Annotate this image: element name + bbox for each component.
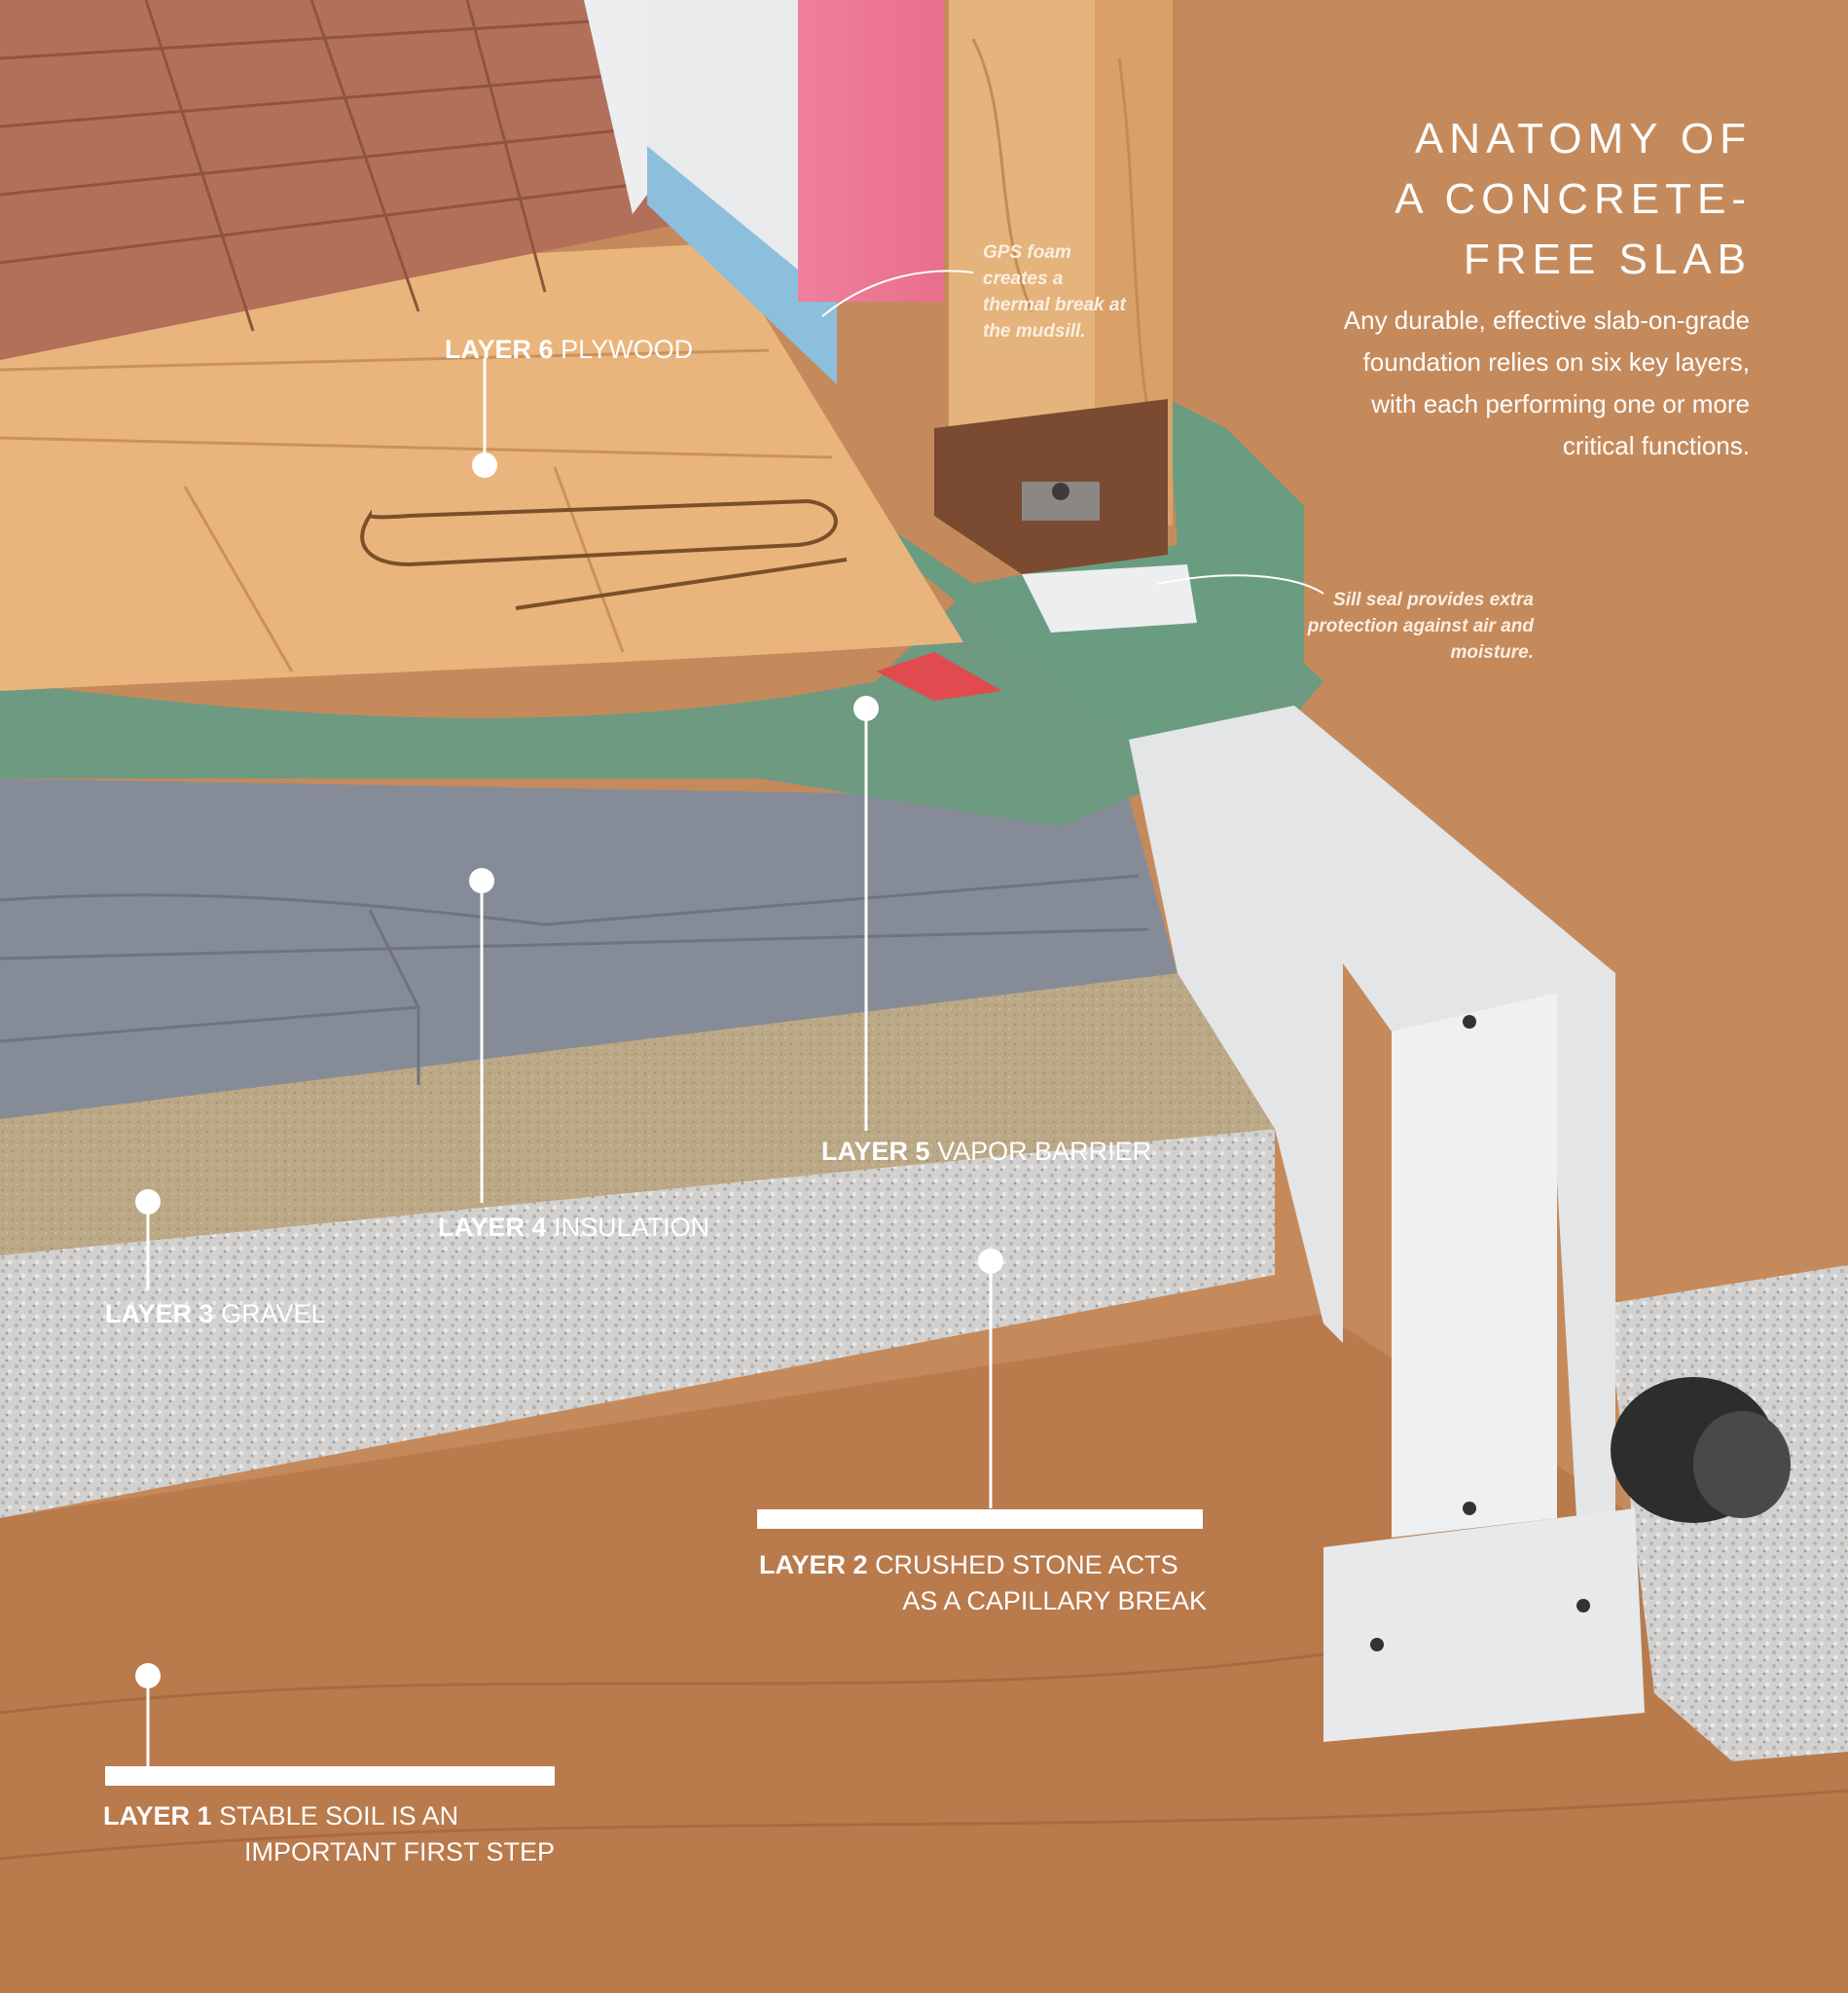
layer6-label: LAYER 6 PLYWOOD: [445, 335, 693, 365]
wall-stud-front: [949, 0, 1095, 477]
footing: [1323, 1508, 1645, 1742]
layer5-text: VAPOR BARRIER: [937, 1137, 1152, 1166]
callout-dots: [135, 453, 1003, 1688]
layer2-rule: [757, 1509, 1203, 1529]
vapor-barrier-upturn: [642, 350, 1304, 740]
layer1-label: LAYER 1 STABLE SOIL IS AN IMPORTANT FIRS…: [103, 1798, 555, 1870]
callout-leaders: [146, 270, 1324, 1767]
radiant-tubing: [360, 498, 848, 610]
layer1-number: LAYER 1: [103, 1801, 212, 1830]
layer4-text: INSULATION: [554, 1213, 710, 1242]
gps-foam-note: GPS foam creates a thermal break at the …: [983, 242, 1126, 342]
layer6-number: LAYER 6: [445, 335, 554, 364]
title-line-1: ANATOMY OF: [1414, 115, 1752, 163]
layer3-text: GRAVEL: [221, 1299, 326, 1328]
layer4-label: LAYER 4 INSULATION: [438, 1213, 709, 1243]
layer1-soil: [0, 1314, 1848, 1993]
layer1-text: STABLE SOIL IS AN: [219, 1801, 459, 1830]
foundation-form: [1129, 706, 1615, 1518]
intro-text: Any durable, effective slab-on-grade fou…: [1343, 306, 1750, 460]
hardwood-flooring: [0, 0, 681, 360]
sill-seal: [1022, 564, 1197, 633]
seam-tape: [876, 652, 1002, 701]
layer1-text-2: IMPORTANT FIRST STEP: [243, 1837, 555, 1866]
layer4-number: LAYER 4: [438, 1213, 547, 1242]
layer3-label: LAYER 3 GRAVEL: [105, 1299, 326, 1329]
sill-seal-note: Sill seal provides extra protection agai…: [1307, 590, 1534, 663]
drain-pipe-opening: [1693, 1411, 1791, 1518]
layer5-number: LAYER 5: [821, 1137, 930, 1166]
drywall: [647, 0, 798, 292]
layer2-number: LAYER 2: [759, 1550, 868, 1579]
layer2-text-2: AS A CAPILLARY BREAK: [902, 1586, 1207, 1615]
page-title: ANATOMY OF A CONCRETE- FREE SLAB: [1343, 109, 1752, 290]
layer6-text: PLYWOOD: [561, 335, 694, 364]
layer2-text: CRUSHED STONE ACTS: [875, 1550, 1178, 1579]
layer1-rule: [105, 1766, 555, 1786]
gps-foam: [647, 146, 837, 384]
baseboard: [584, 0, 647, 214]
batt-insulation: [798, 0, 944, 302]
foundation-form-face: [1392, 993, 1557, 1538]
layer4-insulation: [0, 779, 1178, 1119]
layer5-label: LAYER 5 VAPOR BARRIER: [821, 1137, 1151, 1167]
title-line-3: FREE SLAB: [1463, 236, 1752, 283]
title-line-2: A CONCRETE-: [1395, 175, 1752, 223]
anchor-bolt: [1052, 483, 1069, 500]
layer2-crushed-stone: [0, 1129, 1275, 1518]
layer2-label: LAYER 2 CRUSHED STONE ACTS AS A CAPILLAR…: [759, 1547, 1207, 1619]
layer3-gravel: [0, 973, 1275, 1255]
layer3-number: LAYER 3: [105, 1299, 214, 1328]
